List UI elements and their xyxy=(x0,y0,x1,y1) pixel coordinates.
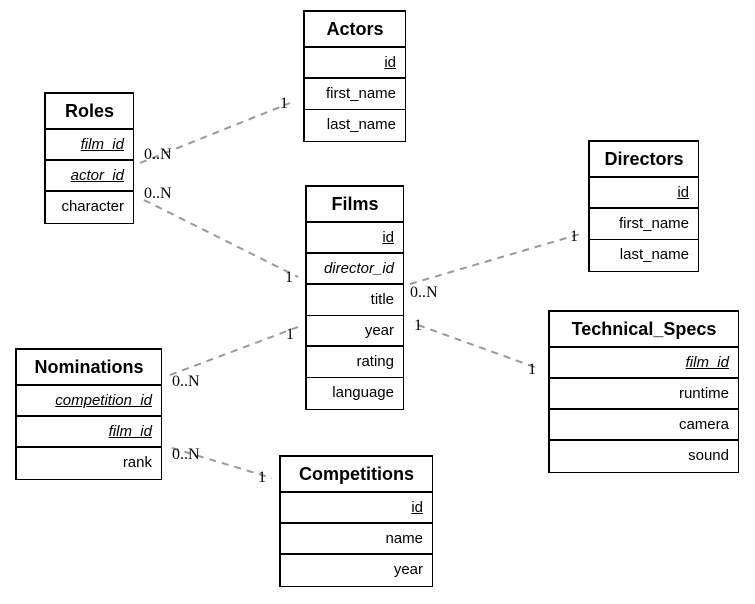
entity-competitions[interactable]: Competitions id name year xyxy=(279,455,433,587)
attribute-nominations-film_id[interactable]: film_id xyxy=(17,417,161,448)
attribute-label: name xyxy=(385,530,423,547)
relationship-line-films-directors xyxy=(409,233,581,285)
attribute-label: id xyxy=(382,229,394,246)
attribute-label: rank xyxy=(122,454,152,471)
cardinality-films-directors-to: 1 xyxy=(570,228,578,245)
attribute-label: first_name xyxy=(618,215,689,232)
attribute-films-title[interactable]: title xyxy=(307,285,403,316)
attribute-directors-last_name[interactable]: last_name xyxy=(590,240,698,271)
cardinality-roles-actors-from: 0..N xyxy=(144,146,172,163)
attribute-label: id xyxy=(384,54,396,71)
attribute-competitions-name[interactable]: name xyxy=(281,524,432,555)
attribute-competitions-year[interactable]: year xyxy=(281,555,432,586)
attribute-technical_specs-camera[interactable]: camera xyxy=(550,410,738,441)
attribute-label: last_name xyxy=(326,116,396,133)
attribute-technical_specs-sound[interactable]: sound xyxy=(550,441,738,472)
attribute-films-director_id[interactable]: director_id xyxy=(307,254,403,285)
attribute-actors-first_name[interactable]: first_name xyxy=(305,79,405,110)
attribute-label: language xyxy=(332,384,394,401)
cardinality-roles-films-to: 1 xyxy=(285,269,293,286)
attribute-label: first_name xyxy=(325,85,396,102)
cardinality-nominations-competitions-from: 0..N xyxy=(172,446,200,463)
attribute-films-year[interactable]: year xyxy=(307,316,403,347)
relationship-line-films-technical-specs xyxy=(417,324,541,370)
attribute-films-id[interactable]: id xyxy=(307,223,403,254)
attribute-label: film_id xyxy=(80,136,124,153)
attribute-technical_specs-film_id[interactable]: film_id xyxy=(550,348,738,379)
attribute-directors-id[interactable]: id xyxy=(590,178,698,209)
attribute-label: camera xyxy=(678,416,729,433)
relationship-line-nominations-films xyxy=(169,326,299,376)
attribute-technical_specs-runtime[interactable]: runtime xyxy=(550,379,738,410)
cardinality-films-directors-from: 0..N xyxy=(410,284,438,301)
cardinality-films-technical-specs-to: 1 xyxy=(528,361,536,378)
cardinality-nominations-films-from: 0..N xyxy=(172,373,200,390)
attribute-label: runtime xyxy=(678,385,729,402)
attribute-roles-actor_id[interactable]: actor_id xyxy=(46,161,133,192)
attribute-label: film_id xyxy=(108,423,152,440)
attribute-label: id xyxy=(411,499,423,516)
attribute-label: rating xyxy=(356,353,394,370)
attribute-actors-last_name[interactable]: last_name xyxy=(305,110,405,141)
entity-title-actors: Actors xyxy=(305,12,405,48)
attribute-label: id xyxy=(677,184,689,201)
attribute-roles-film_id[interactable]: film_id xyxy=(46,130,133,161)
entity-title-technical_specs: Technical_Specs xyxy=(550,312,738,348)
attribute-label: film_id xyxy=(685,354,729,371)
entity-title-competitions: Competitions xyxy=(281,457,432,493)
entity-title-nominations: Nominations xyxy=(17,350,161,386)
attribute-nominations-rank[interactable]: rank xyxy=(17,448,161,479)
attribute-competitions-id[interactable]: id xyxy=(281,493,432,524)
attribute-label: competition_id xyxy=(55,392,152,409)
cardinality-nominations-competitions-to: 1 xyxy=(258,469,266,486)
entity-roles[interactable]: Roles film_id actor_id character xyxy=(44,92,134,224)
cardinality-nominations-films-to: 1 xyxy=(286,326,294,343)
attribute-label: last_name xyxy=(619,246,689,263)
attribute-roles-character[interactable]: character xyxy=(46,192,133,223)
entity-title-roles: Roles xyxy=(46,94,133,130)
attribute-films-rating[interactable]: rating xyxy=(307,347,403,378)
attribute-label: actor_id xyxy=(70,167,124,184)
attribute-label: year xyxy=(393,561,423,578)
cardinality-roles-films-from: 0..N xyxy=(144,185,172,202)
attribute-label: title xyxy=(370,291,394,308)
cardinality-roles-actors-to: 1 xyxy=(280,95,288,112)
attribute-label: director_id xyxy=(323,260,394,277)
attribute-directors-first_name[interactable]: first_name xyxy=(590,209,698,240)
attribute-label: character xyxy=(61,198,124,215)
relationship-line-roles-films xyxy=(143,199,299,278)
attribute-nominations-competition_id[interactable]: competition_id xyxy=(17,386,161,417)
entity-actors[interactable]: Actors id first_name last_name xyxy=(303,10,406,142)
attribute-label: sound xyxy=(688,447,729,464)
entity-directors[interactable]: Directors id first_name last_name xyxy=(588,140,699,272)
cardinality-films-technical-specs-from: 1 xyxy=(414,317,422,334)
entity-title-directors: Directors xyxy=(590,142,698,178)
attribute-label: year xyxy=(364,322,394,339)
entity-title-films: Films xyxy=(307,187,403,223)
attribute-actors-id[interactable]: id xyxy=(305,48,405,79)
attribute-films-language[interactable]: language xyxy=(307,378,403,409)
